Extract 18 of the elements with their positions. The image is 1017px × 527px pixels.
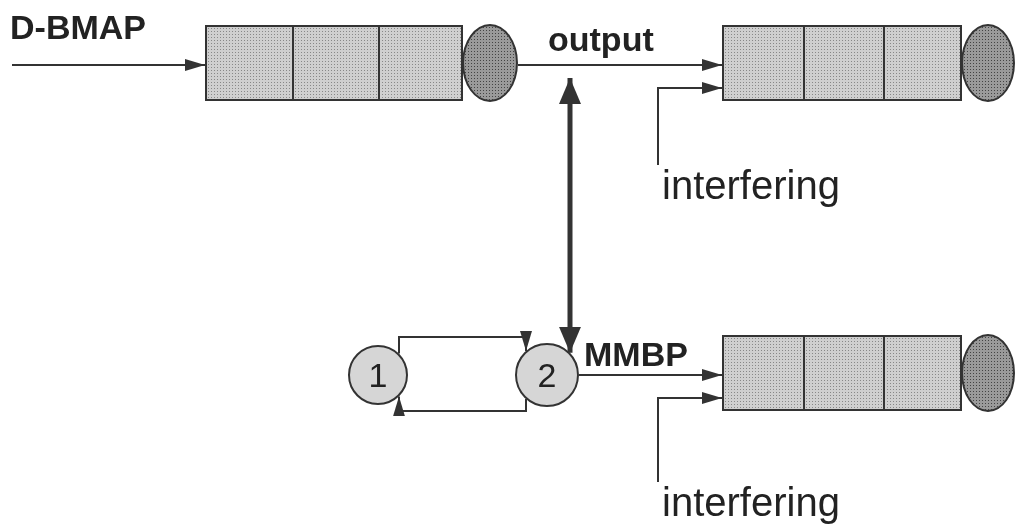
arrow bbox=[393, 395, 527, 417]
arrow bbox=[657, 392, 723, 483]
queue-buffer bbox=[722, 335, 962, 411]
edge-label: D-BMAP bbox=[10, 10, 146, 44]
queue-buffer bbox=[205, 25, 463, 101]
arrow bbox=[11, 59, 206, 71]
double-arrow bbox=[559, 78, 581, 353]
arrow bbox=[398, 330, 532, 355]
arrow bbox=[657, 82, 723, 166]
state-circle: 1 bbox=[348, 345, 408, 405]
node-text: interfering bbox=[662, 482, 840, 522]
node-text: interfering bbox=[662, 165, 840, 205]
arrow bbox=[517, 59, 723, 71]
state-circle: 2 bbox=[515, 343, 579, 407]
arrow bbox=[578, 369, 723, 381]
edge-label: MMBP bbox=[584, 337, 688, 371]
edge-label: output bbox=[548, 22, 654, 56]
queue-buffer bbox=[722, 25, 962, 101]
